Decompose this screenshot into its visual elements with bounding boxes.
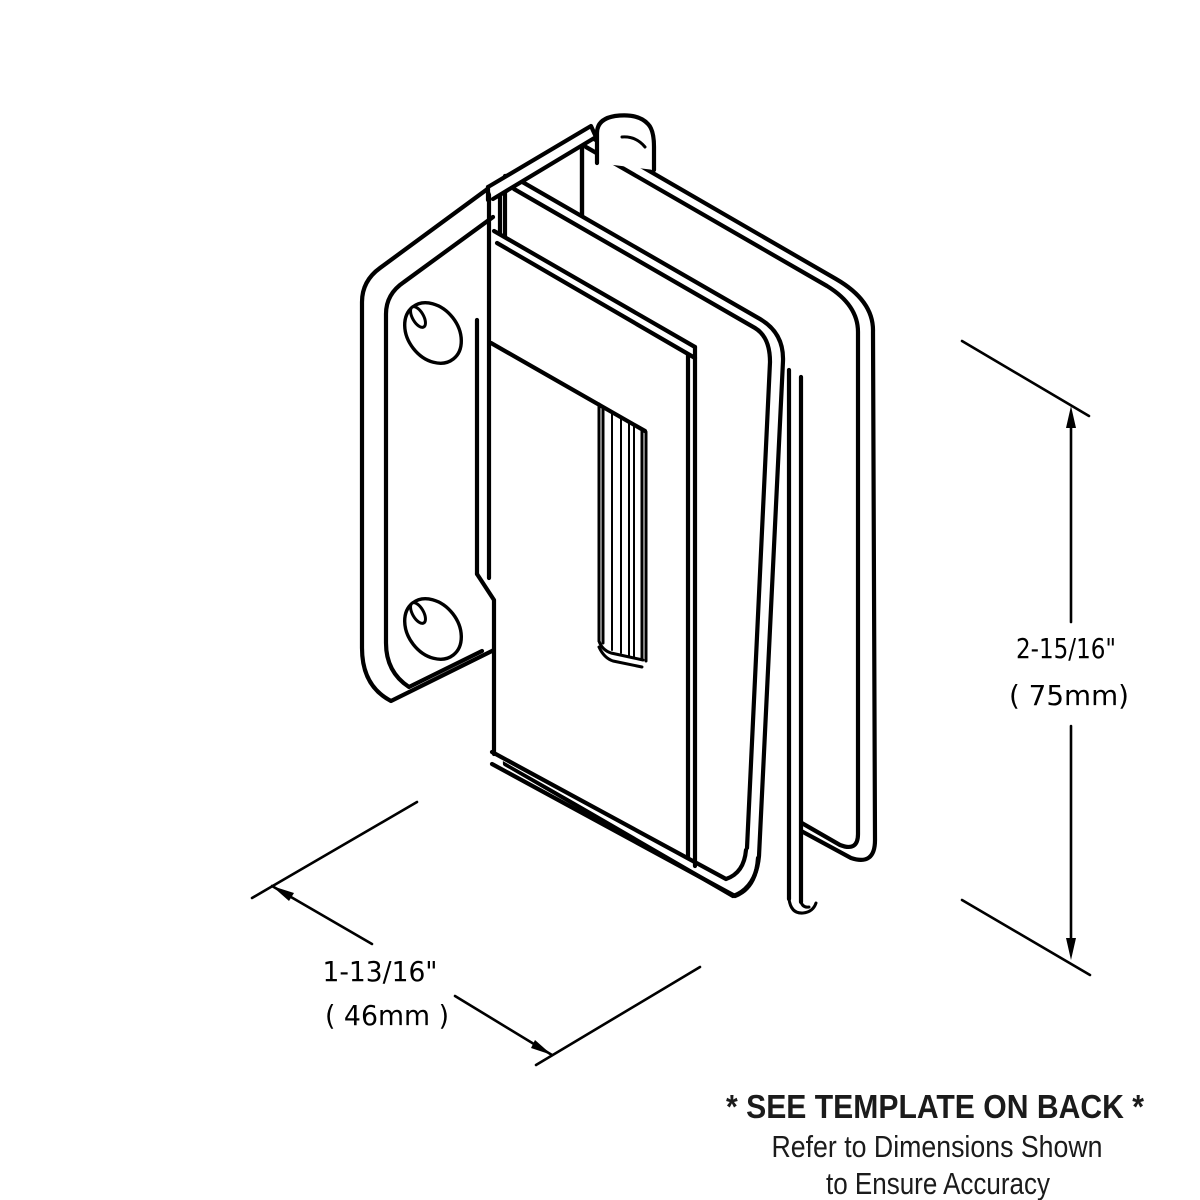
- gasket-window: [597, 402, 648, 669]
- extension-line-bottom: [960, 898, 1092, 977]
- height-metric-label: ( 75mm): [1009, 679, 1129, 712]
- width-imperial-label: 1-13/16": [323, 955, 438, 988]
- countersink-top: [409, 305, 427, 329]
- extension-line-top: [960, 339, 1091, 418]
- notes: * SEE TEMPLATE ON BACK * Refer to Dimens…: [726, 1088, 1144, 1200]
- arrowhead-downright-icon: [531, 1040, 552, 1055]
- wall-leaf-tab: [485, 123, 599, 203]
- pin-inner-arc: [620, 135, 647, 149]
- extension-line-left: [250, 800, 419, 900]
- mounting-holes: [403, 301, 463, 661]
- arrowhead-up-icon: [1066, 406, 1076, 428]
- hinge-pin: [594, 113, 657, 173]
- arrowhead-down-icon: [1066, 938, 1076, 960]
- note-ensure-accuracy: to Ensure Accuracy: [826, 1166, 1050, 1200]
- arrowhead-upleft-icon: [272, 886, 294, 901]
- height-imperial-label: 2-15/16": [1016, 632, 1116, 665]
- countersink-bottom: [409, 601, 427, 625]
- width-dimension: 1-13/16" ( 46mm ): [250, 800, 702, 1067]
- height-dimension: 2-15/16" ( 75mm): [960, 339, 1129, 977]
- width-metric-label: ( 46mm ): [325, 999, 449, 1032]
- extension-line-right: [534, 965, 702, 1067]
- front-clamp-plate: [474, 185, 761, 899]
- note-see-template: * SEE TEMPLATE ON BACK *: [726, 1088, 1144, 1125]
- note-refer-dimensions: Refer to Dimensions Shown: [772, 1129, 1103, 1164]
- wall-plate: [359, 179, 503, 704]
- bottom-knuckle-curve: [787, 897, 818, 915]
